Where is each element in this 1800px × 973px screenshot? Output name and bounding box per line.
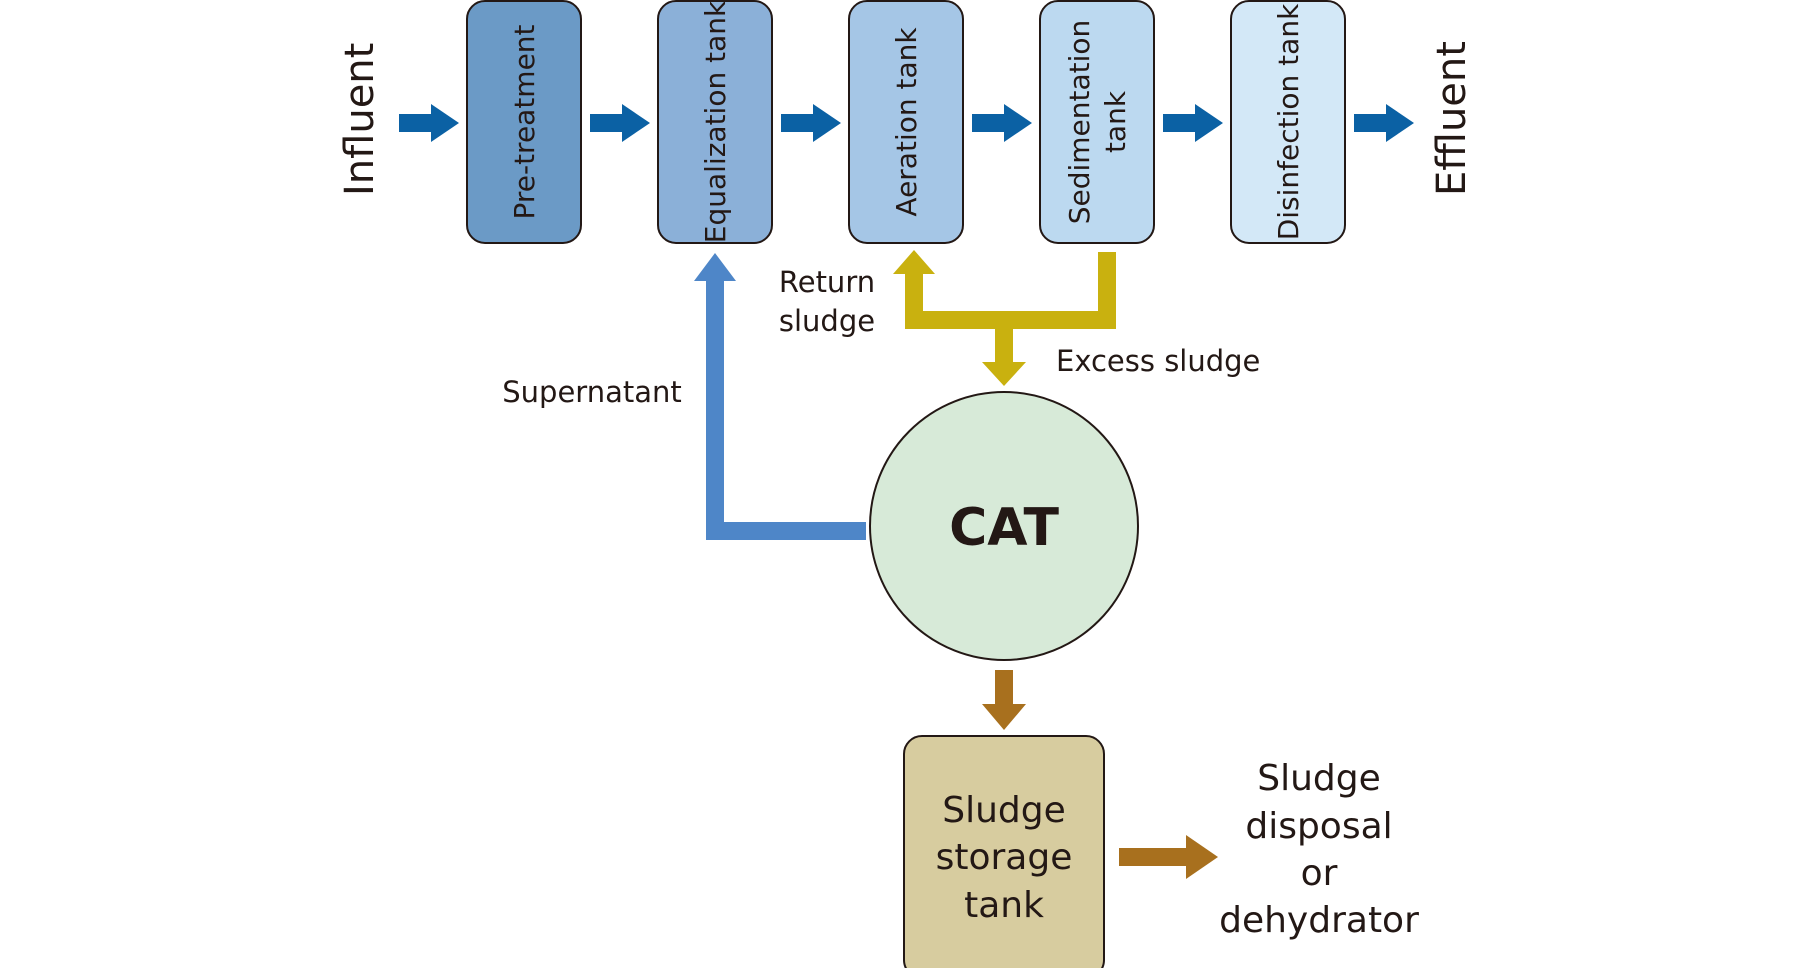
disposal-label-line3: or (1301, 853, 1338, 894)
flow-arrow-shaft (1354, 114, 1388, 132)
tank-box (1230, 0, 1346, 244)
tank-label: Aeration tank (890, 27, 923, 217)
storage-to-disposal-shaft (1119, 848, 1189, 866)
tank-label: Equalization tank (699, 0, 732, 243)
supernatant-arrowhead (694, 253, 736, 281)
cat-to-storage-shaft (995, 670, 1013, 706)
cat-to-storage-arrow (982, 670, 1026, 730)
tank-label: Pre-treatment (508, 24, 541, 219)
flow-arrows (399, 104, 1414, 142)
tank-disinfection: Disinfection tank (1230, 0, 1346, 244)
flow-arrow-shaft (972, 114, 1006, 132)
storage-to-disposal-arrow (1119, 835, 1218, 879)
flow-arrow (972, 104, 1032, 142)
return-sludge-label-line2: sludge (779, 304, 875, 338)
influent-label: Influent (337, 43, 383, 196)
supernatant-line (706, 279, 866, 540)
tank-equalization: Equalization tank (657, 0, 773, 244)
excess-sludge-arrowhead (982, 362, 1026, 386)
storage-label-line2: storage (936, 837, 1073, 878)
tank-label: tank (1099, 90, 1132, 153)
sludge-storage-tank (903, 735, 1105, 973)
flow-arrow-shaft (399, 114, 433, 132)
flow-arrow (781, 104, 841, 142)
flow-arrow-head (813, 104, 841, 142)
excess-sludge-label: Excess sludge (1056, 344, 1260, 378)
flow-arrow-shaft (1163, 114, 1197, 132)
return-sludge-label-line1: Return (779, 265, 875, 299)
flow-arrow-shaft (781, 114, 815, 132)
disposal-label-line4: dehydrator (1219, 900, 1419, 941)
storage-to-disposal-arrowhead (1186, 835, 1218, 879)
flow-arrow (1354, 104, 1414, 142)
tank-pretreatment: Pre-treatment (466, 0, 582, 244)
flow-arrow (399, 104, 459, 142)
supernatant-label: Supernatant (502, 375, 682, 409)
flow-arrow (590, 104, 650, 142)
flow-arrow (1163, 104, 1223, 142)
supernatant-line-group (694, 253, 866, 540)
tank-label: Disinfection tank (1272, 3, 1305, 240)
storage-label-line1: Sludge (942, 790, 1066, 831)
flow-arrow-shaft (590, 114, 624, 132)
sludge-return-lines (893, 250, 1116, 386)
tank-box (1039, 0, 1155, 244)
flow-arrow-head (1195, 104, 1223, 142)
return-sludge-arrowhead (893, 250, 935, 274)
return-sludge-line (905, 252, 1116, 329)
cat-circle (869, 391, 1139, 661)
cat-label: CAT (949, 498, 1059, 558)
tank-aeration: Aeration tank (848, 0, 964, 244)
tank-box (466, 0, 582, 244)
effluent-label: Effluent (1429, 41, 1475, 196)
disposal-label-line1: Sludge (1257, 758, 1381, 799)
tank-label: Sedimentation (1063, 20, 1096, 225)
flow-arrow-head (1386, 104, 1414, 142)
storage-label-line3: tank (964, 885, 1044, 926)
tank-box (848, 0, 964, 244)
flow-arrow-head (1004, 104, 1032, 142)
tank-row: Pre-treatment Equalization tank Aeration t… (466, 0, 1346, 244)
flow-arrow-head (431, 104, 459, 142)
tank-box (657, 0, 773, 244)
disposal-label-line2: disposal (1245, 806, 1392, 847)
cat-to-storage-arrowhead (982, 704, 1026, 730)
flow-arrow-head (622, 104, 650, 142)
